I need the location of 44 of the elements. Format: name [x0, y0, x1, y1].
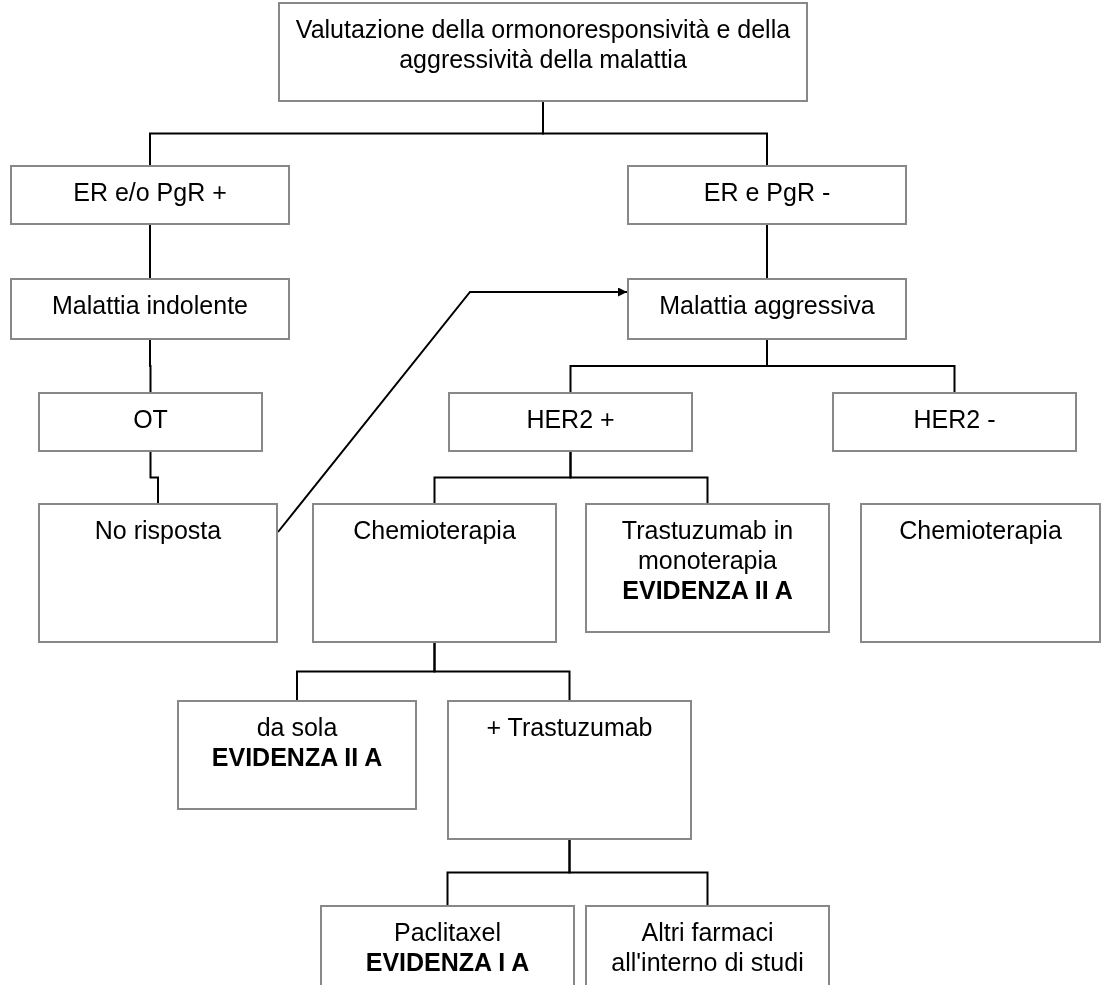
box-label: Trastuzumab in monoterapia: [620, 515, 795, 575]
box-label: Altri farmaci all'interno di studi: [610, 917, 805, 977]
process-box: [38, 503, 278, 643]
process-box: [627, 278, 907, 340]
process-box: [585, 503, 830, 633]
process-box: [832, 392, 1077, 452]
process-box: [447, 700, 692, 840]
connector-line: [149, 339, 152, 393]
connector-line: [568, 839, 709, 906]
box-label: Malattia indolente: [51, 290, 249, 320]
connector-line: [149, 224, 151, 279]
box-label: Chemioterapia: [352, 515, 517, 545]
process-box: [312, 503, 557, 643]
evidence-level: EVIDENZA II A: [210, 742, 384, 772]
box-label: Malattia aggressiva: [658, 290, 876, 320]
box-label: da sola: [255, 712, 339, 742]
process-box: [627, 165, 907, 225]
connector-line: [149, 451, 159, 504]
connector-line: [569, 451, 709, 504]
connector-line: [542, 101, 768, 166]
process-box: [10, 278, 290, 340]
process-box: [177, 700, 417, 810]
box-label: HER2 +: [525, 404, 616, 434]
process-box: [860, 503, 1101, 643]
box-label: Paclitaxel: [393, 917, 502, 947]
process-box: [448, 392, 693, 452]
process-box: [38, 392, 263, 452]
process-box: [320, 905, 575, 985]
connector-line: [433, 642, 571, 701]
box-label: HER2 -: [912, 404, 997, 434]
box-label: Chemioterapia: [898, 515, 1063, 545]
connector-line: [766, 224, 768, 279]
box-label: ER e PgR -: [702, 177, 832, 207]
box-label: Valutazione della ormonoresponsività e della aggressività della malattia: [294, 14, 792, 74]
arrow: [277, 287, 628, 533]
box-label: OT: [132, 404, 169, 434]
box-label: ER e/o PgR +: [72, 177, 228, 207]
box-label: No risposta: [93, 515, 223, 545]
box-label: + Trastuzumab: [485, 712, 654, 742]
process-box: [585, 905, 830, 985]
process-box: [10, 165, 290, 225]
evidence-level: EVIDENZA I A: [364, 947, 531, 977]
process-box: [278, 2, 808, 102]
evidence-level: EVIDENZA II A: [621, 575, 794, 605]
